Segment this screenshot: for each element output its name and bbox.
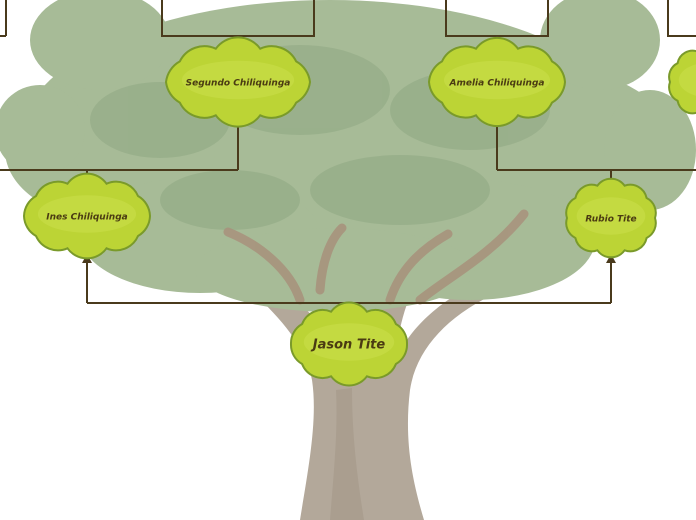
person-node-highlight [181, 60, 295, 100]
person-node-highlight [576, 197, 646, 235]
person-node-highlight [678, 64, 696, 96]
person-node-jason-tite[interactable]: Jason Tite [289, 301, 409, 387]
person-nodes: Jason Tite Ines Chiliquinga Rubio Tite Segu… [22, 36, 696, 387]
person-name: Jason Tite [310, 338, 386, 353]
connector-right-edge-bracket [667, 0, 696, 37]
person-node-segundo-chiliquinga[interactable]: Segundo Chiliquinga [164, 36, 312, 128]
person-name: Rubio Tite [585, 215, 636, 225]
person-node-partial-right[interactable] [668, 45, 696, 119]
person-node-highlight [443, 60, 551, 100]
connector-segundo-bracket [161, 0, 315, 37]
person-name: Segundo Chiliquinga [186, 79, 291, 89]
tree-branches [223, 209, 529, 305]
connector-amelia-bracket [445, 0, 549, 37]
tree-trunk-shade [330, 388, 364, 520]
person-name: Ines Chiliquinga [46, 213, 127, 223]
person-node-rubio-tite[interactable]: Rubio Tite [565, 177, 657, 259]
person-node-highlight [303, 323, 395, 361]
person-node-highlight [37, 195, 137, 233]
arrowhead-rubio [606, 254, 616, 263]
person-node-amelia-chiliquinga[interactable]: Amelia Chiliquinga [427, 36, 567, 128]
person-node-ines-chiliquinga[interactable]: Ines Chiliquinga [22, 172, 152, 260]
person-name: Amelia Chiliquinga [449, 79, 545, 89]
tree-foliage [0, 0, 696, 312]
